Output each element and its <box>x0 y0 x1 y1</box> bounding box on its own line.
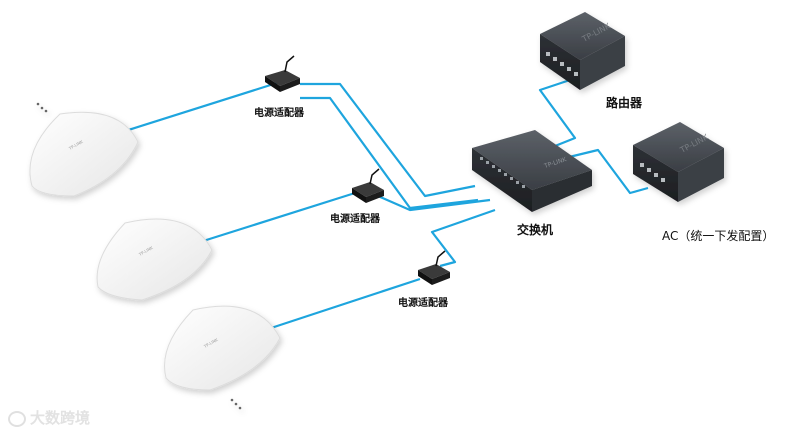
network-cables <box>121 78 649 332</box>
power-adapter-3 <box>418 250 450 285</box>
power-adapter-1 <box>265 55 300 92</box>
cable-ap3-to-adapter3 <box>264 277 421 332</box>
access-point-1: TP-LINK <box>29 102 139 197</box>
access-point-2: TP-LINK <box>96 218 213 301</box>
watermark: 大数跨境 <box>8 407 90 428</box>
router-device: TP-LINK <box>540 12 625 90</box>
cable-switch-to-ac <box>564 148 649 195</box>
adapter-label-2: 电源适配器 <box>330 214 380 225</box>
router-ports <box>546 52 578 76</box>
cable-ap1-alt-to-switch <box>300 96 479 210</box>
cable-switch-to-router <box>538 78 577 150</box>
adapter-label-1: 电源适配器 <box>254 108 304 119</box>
cable-ap1-to-adapter1 <box>121 80 281 134</box>
ac-device: TP-LINK <box>633 122 724 202</box>
cable-ap2-to-adapter2 <box>199 191 356 244</box>
router-label: 路由器 <box>606 96 643 110</box>
power-adapter-2 <box>352 168 384 203</box>
adapter-label-3: 电源适配器 <box>398 298 448 309</box>
switch-label: 交换机 <box>517 223 554 237</box>
cable-adapter1-to-switch <box>300 82 476 198</box>
cable-adapter2-to-switch <box>377 194 491 212</box>
cable-adapter3-to-switch <box>430 208 496 268</box>
switch-ports <box>480 157 525 188</box>
watermark-logo-icon <box>8 410 26 427</box>
switch-device: TP-LINK <box>472 130 592 212</box>
ac-label: AC（统一下发配置） <box>662 229 775 243</box>
access-point-3: TP-LINK <box>164 305 281 410</box>
watermark-text: 大数跨境 <box>30 409 91 427</box>
ac-ports <box>640 163 665 182</box>
